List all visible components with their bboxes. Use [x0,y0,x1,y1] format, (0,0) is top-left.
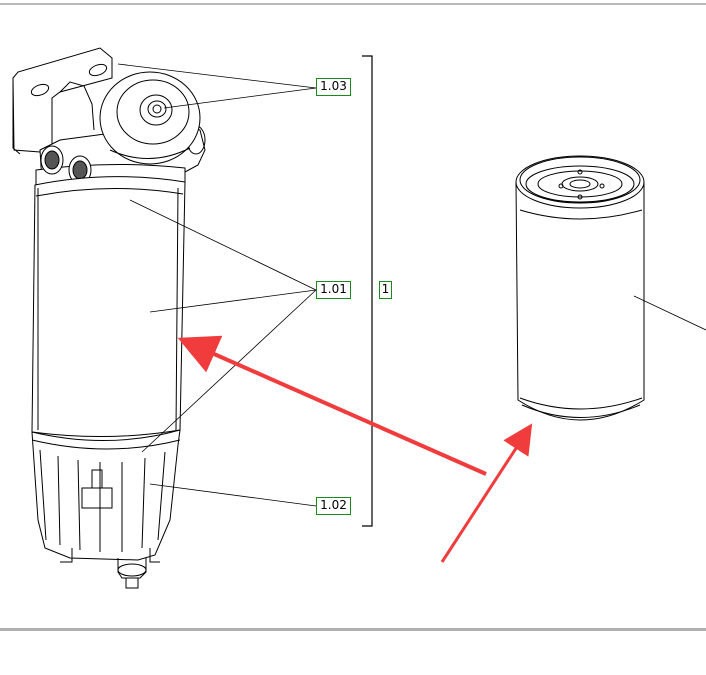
frame-top-border [0,3,706,5]
red-arrow-to-cartridge [440,423,533,563]
replacement-filter-cartridge [515,155,706,421]
mounting-bracket [12,47,113,155]
red-arrow-to-canister [177,335,487,476]
callout-1-02: 1.02 [316,497,351,515]
indicator-arrows [177,335,533,563]
callout-1-01: 1.01 [316,281,351,299]
frame-bottom-border [0,628,706,631]
water-separator-bowl [31,429,181,589]
callout-assembly-1: 1 [379,281,392,299]
assembly-bracket [362,55,373,527]
leader-lines [117,63,317,507]
callout-1-03: 1.03 [316,78,351,96]
filter-assembly [12,47,373,589]
